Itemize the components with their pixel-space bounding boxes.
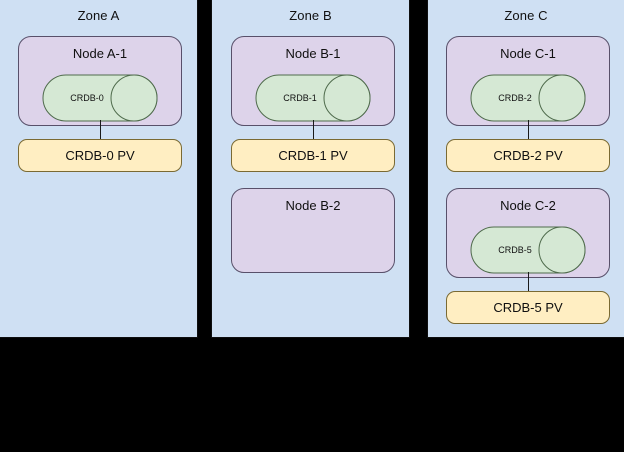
connector-c-1 bbox=[528, 272, 529, 292]
cylinder-shape-icon bbox=[470, 74, 586, 122]
zone-a-title: Zone A bbox=[77, 8, 120, 23]
connector-c-0 bbox=[528, 120, 529, 140]
node-b-1-title: Node B-1 bbox=[285, 46, 341, 61]
cylinder-crdb-1[interactable]: CRDB-1 bbox=[255, 74, 371, 122]
pv-crdb-1-label: CRDB-1 PV bbox=[278, 148, 348, 163]
cylinder-shape-icon bbox=[470, 226, 586, 274]
connector-b-0 bbox=[313, 120, 314, 140]
pv-crdb-5-box[interactable]: CRDB-5 PV bbox=[446, 291, 610, 324]
pv-crdb-2-box[interactable]: CRDB-2 PV bbox=[446, 139, 610, 172]
connector-a-0 bbox=[100, 120, 101, 140]
node-b-2-box[interactable]: Node B-2 bbox=[231, 188, 395, 273]
cylinder-shape-icon bbox=[255, 74, 371, 122]
cylinder-crdb-5[interactable]: CRDB-5 bbox=[470, 226, 586, 274]
pv-crdb-0-box[interactable]: CRDB-0 PV bbox=[18, 139, 182, 172]
pv-crdb-1-box[interactable]: CRDB-1 PV bbox=[231, 139, 395, 172]
zone-c-title: Zone C bbox=[504, 8, 548, 23]
pv-crdb-2-label: CRDB-2 PV bbox=[493, 148, 563, 163]
node-c-2-title: Node C-2 bbox=[500, 198, 556, 213]
node-a-1-title: Node A-1 bbox=[72, 46, 128, 61]
node-c-1-title: Node C-1 bbox=[500, 46, 556, 61]
zone-b-title: Zone B bbox=[289, 8, 332, 23]
pv-crdb-5-label: CRDB-5 PV bbox=[493, 300, 563, 315]
cylinder-crdb-2[interactable]: CRDB-2 bbox=[470, 74, 586, 122]
cylinder-crdb-0[interactable]: CRDB-0 bbox=[42, 74, 158, 122]
cylinder-shape-icon bbox=[42, 74, 158, 122]
pv-crdb-0-label: CRDB-0 PV bbox=[65, 148, 135, 163]
node-b-2-title: Node B-2 bbox=[285, 198, 341, 213]
